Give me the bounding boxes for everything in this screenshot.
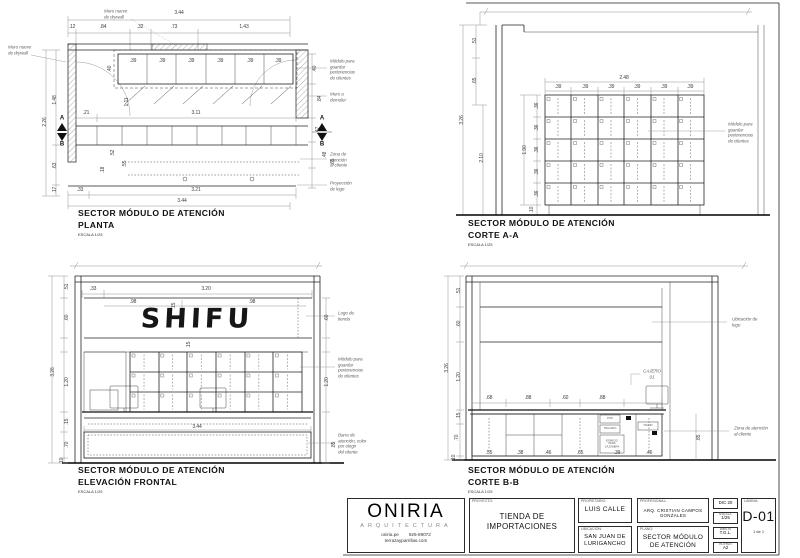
section-marker-right — [312, 123, 332, 141]
profesional-value: ARQ. CRISTIAN CAMPOS GONZALES — [643, 507, 703, 519]
drywall-new-wall-hatch — [151, 43, 208, 51]
logo-band — [84, 297, 312, 339]
lamina-label: LÁMINA: — [744, 499, 759, 503]
firm-tagline: ARQUITECTURA — [360, 522, 452, 529]
view-subtitle: PLANTA — [78, 219, 115, 230]
view-scale: ESCALA 1/25 — [468, 242, 493, 248]
counter-plan — [68, 114, 308, 187]
counter-section — [468, 409, 666, 457]
view-scale: ESCALA 1/25 — [78, 232, 103, 238]
corte-bb-drawing — [444, 261, 776, 461]
lamina-number: D-01 — [742, 507, 775, 524]
dibujo-cell: DIBUJO T.G.L. — [713, 527, 738, 539]
view-title: SECTOR MÓDULO DE ATENCIÓN — [468, 465, 615, 475]
sheet-border — [343, 2, 780, 556]
locker-grid-elevation — [129, 351, 303, 413]
corte-bb-title: SECTOR MÓDULO DE ATENCIÓN CORTE B-B ESCA… — [468, 465, 615, 494]
view-scale: ESCALA 1/25 — [468, 489, 493, 495]
ubicacion-value: SAN JUAN DE LURIGANCHO — [584, 533, 626, 547]
left-wall-hatch — [67, 43, 77, 163]
view-scale: ESCALA 1/25 — [78, 489, 103, 495]
firm-website: oniria.pe — [381, 531, 399, 537]
escala-value: 1/25 — [721, 515, 730, 521]
proyecto-label: PROYECTO: — [472, 499, 494, 503]
cajero-monitor-icon — [630, 373, 669, 409]
escala-label: ESCALA — [719, 512, 732, 516]
firm-phone: 926-89072 — [408, 531, 431, 537]
dibujo-label: DIBUJO — [719, 527, 732, 531]
firm-name: ONIRIA — [367, 501, 445, 522]
planta-title: SECTOR MÓDULO DE ATENCIÓN PLANTA ESCALA … — [78, 208, 225, 237]
elevacion-drawing — [48, 261, 344, 464]
ubicacion-box: UBICACIÓN: SAN JUAN DE LURIGANCHO — [578, 526, 632, 553]
plano-box: PLANO: SECTOR MÓDULO DE ATENCIÓN — [637, 526, 709, 553]
ploteo-value: A2 — [722, 545, 729, 551]
propietario-value: LUIS CALLE — [584, 505, 626, 513]
view-title: SECTOR MÓDULO DE ATENCIÓN — [468, 218, 615, 228]
corte-aa-title: SECTOR MÓDULO DE ATENCIÓN CORTE A-A ESCA… — [468, 218, 615, 247]
fecha-value: DIC 20 — [718, 500, 733, 505]
storefront-logo-text: SHIFU — [139, 303, 255, 335]
proyecto-box: PROYECTO: TIENDA DE IMPORTACIONES — [469, 498, 575, 553]
lamina-box: LÁMINA: D-01 1 de 1 — [741, 498, 776, 553]
firm-website-2: terrazayparrillas.com — [384, 537, 428, 543]
view-subtitle: ELEVACIÓN FRONTAL — [78, 476, 178, 487]
elevacion-title: SECTOR MÓDULO DE ATENCIÓN ELEVACIÓN FRON… — [78, 465, 225, 494]
view-subtitle: CORTE A-A — [468, 229, 520, 240]
locker-grid-section — [544, 94, 705, 215]
locker-row-plan — [113, 49, 298, 105]
firm-logo-box: ONIRIA ARQUITECTURA oniria.pe 926-89072 … — [347, 498, 465, 553]
profesional-box: PROFESIONAL: ARQ. CRISTIAN CAMPOS GONZAL… — [637, 498, 709, 523]
propietario-box: PROPIETARIO: LUIS CALLE — [578, 498, 632, 523]
ubicacion-label: UBICACIÓN: — [581, 527, 602, 531]
view-subtitle: CORTE B-B — [468, 476, 520, 487]
counter-elevation — [82, 411, 313, 459]
plano-label: PLANO: — [640, 527, 654, 531]
plano-value: SECTOR MÓDULO DE ATENCIÓN — [642, 533, 704, 549]
view-title: SECTOR MÓDULO DE ATENCIÓN — [78, 208, 225, 218]
section-marker-left — [57, 123, 67, 141]
propietario-label: PROPIETARIO: — [581, 499, 607, 503]
profesional-label: PROFESIONAL: — [640, 499, 667, 503]
fecha-cell: DIC 20 — [713, 498, 738, 509]
escala-cell: ESCALA 1/25 — [713, 512, 738, 524]
planta-drawing — [30, 16, 332, 210]
ploteo-label: PLOTEO — [719, 542, 732, 546]
wall-to-demolish-hatch — [295, 49, 309, 119]
dibujo-value: T.G.L. — [719, 530, 732, 536]
proyecto-value: TIENDA DE IMPORTACIONES — [486, 511, 558, 531]
ploteo-cell: PLOTEO A2 — [713, 542, 738, 553]
view-title: SECTOR MÓDULO DE ATENCIÓN — [78, 465, 225, 475]
lamina-page: 1 de 1 — [752, 528, 765, 534]
corte-aa-drawing — [456, 7, 770, 216]
